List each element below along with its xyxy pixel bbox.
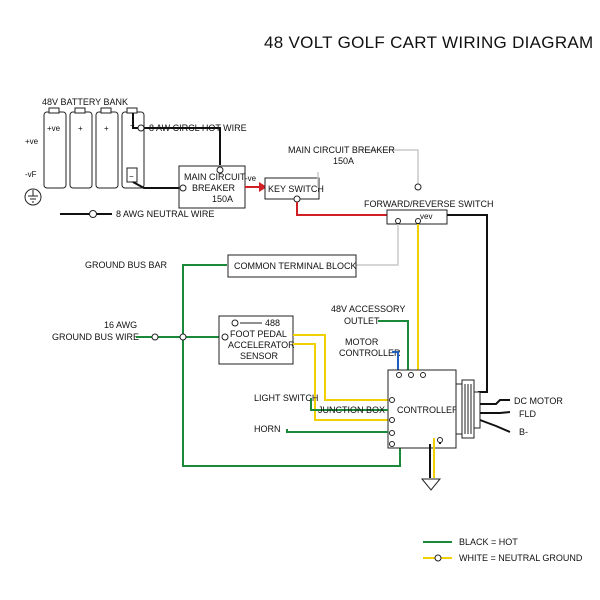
fld-label: FLD <box>519 409 537 419</box>
legend: BLACK = HOT WHITE = NEUTRAL GROUND <box>423 537 583 563</box>
gray-wire-main-line <box>360 149 419 185</box>
accessory-outlet-line-2: OUTLET <box>344 316 380 326</box>
battery-neg-label: − <box>129 172 134 181</box>
horn-wire <box>286 429 388 433</box>
ground-bus-bar-label: GROUND BUS BAR <box>85 260 168 270</box>
light-switch-label: LIGHT SWITCH <box>254 393 318 403</box>
key-switch-box <box>264 177 320 200</box>
ground-symbol-icon <box>24 188 42 206</box>
controller-label: CONTROLLER <box>397 405 459 415</box>
common-terminal-block-label: COMMON TERMINAL BLOCK <box>234 261 357 271</box>
yellow-wire-pedal-2 <box>293 343 388 421</box>
ground-bus-terminal-2 <box>179 333 187 341</box>
main-breaker-line-1: MAIN CIRCUIT <box>184 172 246 182</box>
controller-terminal-6 <box>389 430 395 436</box>
controller-terminal-3 <box>420 372 426 378</box>
main-breaker-terminal-left <box>179 184 187 192</box>
legend-label-neutral: WHITE = NEUTRAL GROUND <box>459 553 583 563</box>
fr-switch-terminal-1 <box>395 218 401 224</box>
dc-motor <box>455 379 481 439</box>
foot-pedal-line-3: ACCELERATOR <box>228 340 295 350</box>
key-switch-terminal-bottom <box>293 195 301 203</box>
foot-pedal-line-2: FOOT PEDAL <box>230 329 287 339</box>
gray-wire-fr-to-block <box>356 224 399 266</box>
junction-box-label: JUNCTION BOX <box>318 405 385 415</box>
accessory-outlet-line-1: 48V ACCESSORY <box>331 304 405 314</box>
battery-cell-label-3: + <box>104 124 109 133</box>
foot-pedal-line-4: SENSOR <box>240 351 279 361</box>
controller-box <box>387 369 457 449</box>
key-switch-label: KEY SWITCH <box>268 184 324 194</box>
fr-switch-terminal-2 <box>415 218 421 224</box>
neutral-wire-terminal <box>89 210 97 218</box>
controller-bottom-terminal <box>437 437 443 443</box>
legend-label-hot: BLACK = HOT <box>459 537 518 547</box>
diagram-title: 48 VOLT GOLF CART WIRING DIAGRAM <box>264 33 594 52</box>
legend-neutral-terminal <box>434 554 442 562</box>
ground-bus-gauge-label: 16 AWG <box>104 320 137 330</box>
red-arrow-icon <box>259 182 267 192</box>
hot-wire-terminal <box>137 124 145 132</box>
ground-bus-wire-main <box>182 264 401 467</box>
foot-pedal-line-1: 488 <box>265 318 280 328</box>
foot-pedal-box <box>218 315 294 365</box>
battery-side-pos-label: +ve <box>25 137 39 146</box>
b-minus-label: B- <box>519 427 528 437</box>
ground-bus-terminal-1 <box>151 333 159 341</box>
common-terminal-block <box>227 254 357 278</box>
main-breaker-label-2: 150A <box>333 156 354 166</box>
controller-terminal-2 <box>408 372 414 378</box>
main-breaker-box <box>178 165 246 209</box>
controller-terminal-1 <box>396 372 402 378</box>
battery-cell-label-1: +ve <box>47 124 61 133</box>
main-breaker-line-2: BREAKER <box>192 183 236 193</box>
motor-controller-line-2: CONTROLLER <box>339 348 401 358</box>
motor-controller-wire <box>392 351 399 372</box>
hot-wire-label: 8 AW CIRCL HOT WIRE <box>149 123 247 133</box>
ground-bus-wire-label: GROUND BUS WIRE <box>52 332 139 342</box>
yellow-wire-pedal-1 <box>293 334 388 401</box>
dc-motor-wire <box>480 399 510 405</box>
controller-terminal-5 <box>389 417 395 423</box>
controller-terminal-7 <box>389 441 395 447</box>
fr-switch-vev: vev <box>420 212 432 221</box>
main-breaker-label-terminal <box>414 183 422 191</box>
motor-controller-line-1: MOTOR <box>345 337 379 347</box>
foot-pedal-terminal-left <box>221 333 229 341</box>
hot-wire <box>132 113 221 165</box>
controller-terminal-4 <box>389 397 395 403</box>
main-breaker-terminal-top <box>216 166 224 174</box>
main-breaker-line-3: 150A <box>212 194 233 204</box>
black-wire-fr-to-motor <box>447 214 488 393</box>
neutral-wire-label: 8 AWG NEUTRAL WIRE <box>116 209 214 219</box>
battery-bank-label: 48V BATTERY BANK <box>42 97 128 107</box>
light-switch-wire <box>310 398 388 411</box>
fr-switch-label: FORWARD/REVERSE SWITCH <box>364 199 494 209</box>
battery-neg-wire <box>132 181 180 189</box>
ve-label: -ve <box>245 174 257 183</box>
dc-motor-label: DC MOTOR <box>514 396 563 406</box>
foot-pedal-terminal-top <box>231 319 239 327</box>
b-minus-wire <box>479 419 511 433</box>
accessory-outlet-wire <box>378 320 409 372</box>
ground-arrow-icon <box>420 478 442 491</box>
fld-wire <box>480 411 511 414</box>
battery-cell-label-2: + <box>78 124 83 133</box>
horn-label: HORN <box>254 424 281 434</box>
battery-bank: +ve + + + − <box>43 107 145 189</box>
battery-side-neg-label: -vF <box>25 170 37 179</box>
main-breaker-label-1: MAIN CIRCUIT BREAKER <box>288 145 395 155</box>
